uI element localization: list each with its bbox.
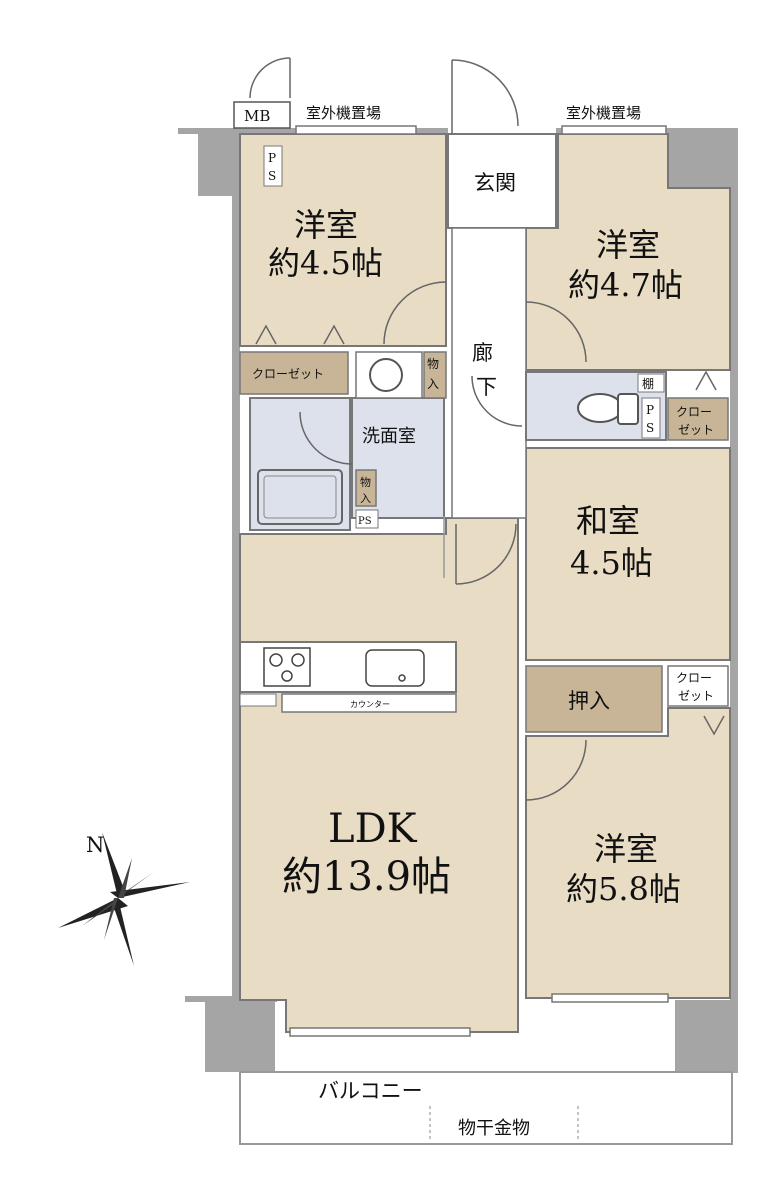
room-name-western-ne: 洋室	[596, 226, 660, 264]
closet-toilet-label-2: ゼット	[678, 423, 714, 437]
ps-label-nw-2: S	[268, 169, 276, 183]
storage-spaces	[233, 101, 729, 733]
storage-b	[355, 469, 377, 507]
closet-se-label-2: ゼット	[678, 689, 714, 703]
oshiire-label: 押入	[568, 689, 610, 713]
ps-label-nw-1: P	[268, 151, 276, 165]
room-size-western-nw: 約4.5帖	[268, 244, 383, 282]
room-size-ldk: 約13.9帖	[282, 854, 451, 900]
storage-a	[423, 351, 447, 399]
hallway-label-2: 下	[476, 375, 497, 399]
windows	[289, 125, 669, 1037]
balcony	[239, 1071, 733, 1145]
closet-label-nw: クローゼット	[252, 367, 324, 381]
room-size-japanese: 4.5帖	[570, 544, 653, 582]
storage-b-label-2: 入	[360, 492, 371, 505]
counter-label: カウンター	[350, 700, 390, 709]
ps-box-toilet	[641, 397, 661, 439]
closet-se-label-1: クロー	[676, 671, 712, 685]
entrance-hallway	[447, 133, 557, 519]
outdoor-unit-label-left: 室外機置場	[306, 104, 381, 122]
room-labels: 洋室 約4.5帖 洋室 約4.7帖 和室 4.5帖 洋室 約5.8帖 LDK 約…	[268, 206, 683, 908]
ps-label-bath: PS	[358, 516, 372, 527]
room-name-ldk: LDK	[328, 806, 418, 852]
room-japanese	[525, 447, 731, 661]
closet-toilet-label-1: クロー	[676, 405, 712, 419]
balcony-label: バルコニー	[318, 1079, 423, 1103]
room-name-western-se: 洋室	[594, 830, 658, 868]
shelf-label: 棚	[642, 376, 654, 391]
hallway	[451, 227, 527, 519]
entrance-label: 玄関	[474, 171, 516, 195]
toilet-icon	[577, 393, 639, 425]
room-size-western-ne: 約4.7帖	[568, 266, 683, 304]
hallway-label-1: 廊	[472, 341, 493, 365]
mb-label: MB	[244, 107, 270, 125]
closet-nw	[239, 351, 349, 395]
north-label: N	[86, 833, 104, 857]
counter-ledge	[281, 693, 457, 713]
washroom-label: 洗面室	[362, 426, 416, 447]
compass-rose-icon: N	[58, 832, 190, 966]
oshiire-box	[525, 665, 663, 733]
area-labels: 玄関 廊 下 洗面室 クローゼット 物 入 物 入 PS P S P S 棚 ク…	[244, 104, 714, 1139]
washing-machine-icon	[369, 358, 403, 392]
storage-b-label-1: 物	[360, 475, 371, 489]
kitchen	[239, 641, 457, 713]
room-western-se	[525, 707, 731, 999]
room-name-western-nw: 洋室	[294, 206, 358, 244]
sink-icon	[365, 649, 425, 687]
closet-markers	[255, 324, 725, 736]
room-size-western-se: 約5.8帖	[566, 870, 681, 908]
laundry-hanger-label: 物干金物	[458, 1118, 530, 1139]
room-name-japanese: 和室	[576, 502, 640, 540]
walls	[178, 128, 738, 1073]
shelf-box	[637, 373, 665, 393]
closet-se	[667, 665, 729, 707]
entrance	[447, 133, 557, 229]
doors	[249, 57, 587, 801]
room-ldk	[239, 517, 519, 1033]
storage-a-label-2: 入	[427, 377, 439, 391]
outdoor-unit-label-right: 室外機置場	[566, 104, 641, 122]
mb-box	[233, 101, 291, 129]
ps-label-toilet-2: S	[646, 421, 654, 435]
ps-box-nw	[263, 145, 283, 187]
storage-a-label-1: 物	[427, 357, 439, 371]
bathtub	[257, 469, 343, 525]
ps-label-toilet-1: P	[646, 403, 654, 417]
ps-box-bath	[355, 509, 379, 529]
stove-icon	[263, 647, 311, 687]
closet-toilet-side	[667, 397, 729, 441]
